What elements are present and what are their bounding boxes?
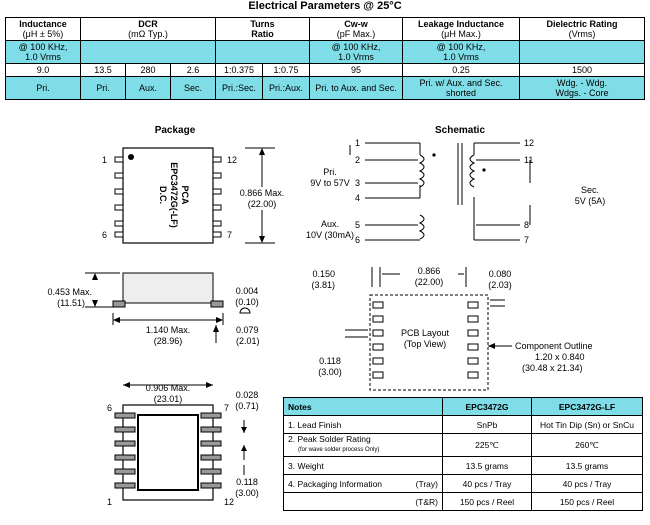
pin-12-label: 12	[227, 155, 237, 165]
svg-text:0.080: 0.080	[489, 269, 512, 279]
value-row: 9.0 13.5 280 2.6 1:0.375 1:0.75 95 0.25 …	[5, 63, 645, 77]
notes-row: 4. Packaging Information(Tray) 40 pcs / …	[283, 474, 643, 493]
svg-text:1.20 x 0.840: 1.20 x 0.840	[535, 352, 585, 362]
bottom-pins	[114, 412, 222, 489]
notes-row: (T&R) 150 pcs / Reel 150 pcs / Reel	[283, 492, 643, 511]
bottom-b-mm: (3.00)	[235, 488, 259, 498]
side-height-label: 0.453 Max.	[47, 287, 92, 297]
svg-text:(3.81): (3.81)	[311, 280, 335, 290]
package-marking: PCA EPC3472G(-LF) D.C.	[158, 162, 190, 228]
side-height-mm: (11.51)	[57, 298, 85, 308]
side-width-label: 1.140 Max.	[146, 325, 191, 335]
component-outline	[369, 294, 489, 391]
svg-text:(3.00): (3.00)	[318, 367, 342, 377]
bottom-a-mm: (0.71)	[235, 401, 259, 411]
svg-text:0.118: 0.118	[319, 356, 341, 366]
sec-label: Sec.	[581, 185, 599, 195]
svg-text:12: 12	[524, 138, 534, 148]
bottom-b-label: 0.118	[236, 477, 258, 487]
pcb-layout-label: PCB Layout	[401, 328, 450, 338]
package-body-side	[122, 272, 214, 304]
schematic-caption: Schematic	[435, 125, 485, 136]
lead-label: 0.079	[236, 325, 259, 335]
package-body-top	[122, 147, 214, 244]
bottom-width-mm: (23.01)	[154, 394, 183, 404]
pin-6-label: 6	[102, 230, 107, 240]
package-height-label: 0.866 Max.	[240, 188, 285, 198]
bottom-a-label: 0.028	[236, 390, 259, 400]
svg-text:0.866: 0.866	[418, 266, 441, 276]
header-cww: Cw-w(pF Max.)	[309, 17, 403, 41]
pri-label: Pri.	[323, 167, 337, 177]
package-pins-left	[114, 156, 124, 238]
package-pins-right	[212, 156, 222, 238]
notes-table: Notes EPC3472G EPC3472G-LF 1. Lead Finis…	[283, 397, 643, 511]
pri-voltage: 9V to 57V	[310, 178, 350, 188]
notes-row: 3. Weight 13.5 grams 13.5 grams	[283, 456, 643, 475]
notes-header: Notes EPC3472G EPC3472G-LF	[283, 397, 643, 416]
svg-text:4: 4	[355, 193, 360, 203]
aux-label: Aux.	[321, 219, 339, 229]
header-leakage: Leakage Inductance(μH Max.)	[402, 17, 520, 41]
header-dcr: DCR(mΩ Typ.)	[80, 17, 216, 41]
schematic-drawing: Schematic 1 2 3 4 5 6 12 11 8 7 Pri. 9V …	[306, 125, 606, 245]
side-width-mm: (28.96)	[154, 336, 183, 346]
svg-text:D.C.: D.C.	[158, 186, 168, 204]
header-inductance: Inductance(μH ± 5%)	[5, 17, 81, 41]
bottom-pin-1: 1	[107, 497, 112, 507]
pin-1-label: 1	[102, 155, 107, 165]
package-caption: Package	[155, 125, 196, 136]
notes-row: 2. Peak Solder Rating(for wave solder pr…	[283, 433, 643, 457]
bottom-pin-6: 6	[107, 403, 112, 413]
svg-text:3: 3	[355, 178, 360, 188]
sec-voltage: 5V (5A)	[575, 196, 606, 206]
bottom-pin-7: 7	[224, 403, 229, 413]
svg-text:2: 2	[355, 155, 360, 165]
gap-label: 0.004	[236, 286, 259, 296]
svg-text:8: 8	[524, 220, 529, 230]
page-title: Electrical Parameters @ 25°C	[248, 0, 402, 12]
gap-mm: (0.10)	[235, 297, 259, 307]
condition-row: @ 100 KHz,1.0 Vrms @ 100 KHz,1.0 Vrms @ …	[5, 40, 645, 64]
header-dielectric: Dielectric Rating(Vrms)	[519, 17, 645, 41]
pcb-view-label: (Top View)	[404, 339, 446, 349]
pin1-dot-icon	[128, 154, 134, 160]
svg-text:(30.48 x 21.34): (30.48 x 21.34)	[522, 363, 583, 373]
svg-text:(2.03): (2.03)	[488, 280, 512, 290]
svg-text:EPC3472G(-LF): EPC3472G(-LF)	[169, 162, 179, 228]
svg-text:5: 5	[355, 220, 360, 230]
component-outline-label: Component Outline	[515, 341, 593, 351]
bottom-width-label: 0.906 Max.	[146, 383, 191, 393]
notes-row: 1. Lead Finish SnPb Hot Tin Dip (Sn) or …	[283, 415, 643, 434]
svg-text:(22.00): (22.00)	[415, 277, 444, 287]
lead-mm: (2.01)	[236, 336, 260, 346]
svg-text:PCA: PCA	[180, 185, 190, 205]
pin-7-label: 7	[227, 230, 232, 240]
package-height-mm: (22.00)	[248, 199, 277, 209]
svg-text:0.150: 0.150	[312, 269, 335, 279]
pcb-layout-drawing: 0.150 (3.81) 0.866 (22.00) 0.080 (2.03) …	[311, 266, 593, 391]
bottom-pin-12: 12	[224, 497, 234, 507]
svg-text:7: 7	[524, 235, 529, 245]
label-row: Pri. Pri. Aux. Sec. Pri.:Sec. Pri.:Aux. …	[5, 76, 645, 100]
svg-text:6: 6	[355, 235, 360, 245]
pcb-pads	[372, 301, 479, 379]
svg-text:11: 11	[524, 155, 533, 165]
svg-text:1: 1	[355, 138, 360, 148]
aux-voltage: 10V (30mA)	[306, 230, 354, 240]
package-drawing: Package 1 6 12 7 PCA EPC3472G(-LF) D.C. …	[47, 125, 285, 507]
